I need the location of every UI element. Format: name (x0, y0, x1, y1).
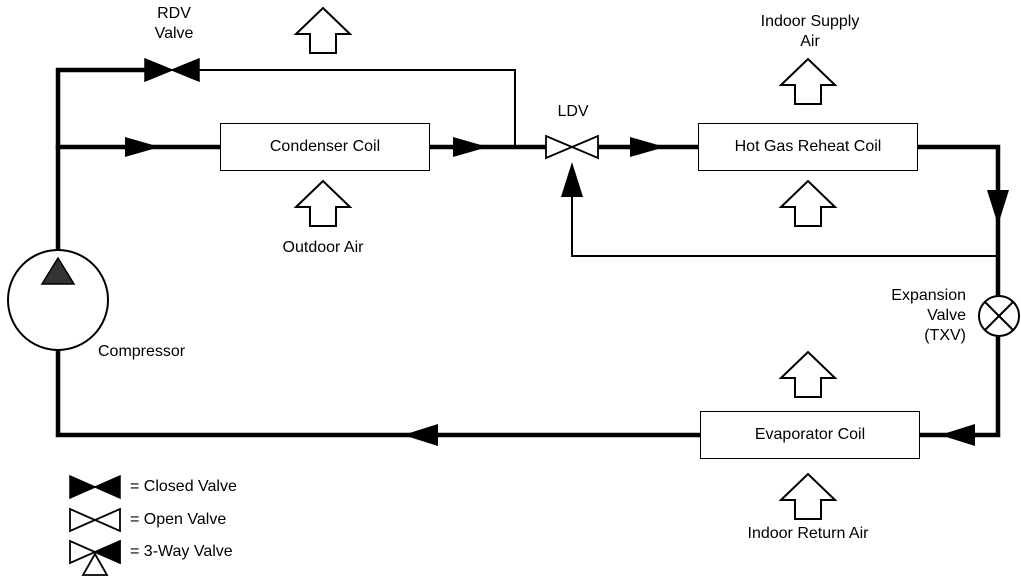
flow-arrow-icon (403, 424, 438, 446)
evaporator-coil-box: Evaporator Coil (700, 411, 920, 459)
ldv-label: LDV (557, 103, 589, 120)
hot-gas-reheat-coil-box: Hot Gas Reheat Coil (698, 123, 918, 171)
legend-open-valve-icon (69, 507, 121, 533)
air-arrow-up-icon (778, 57, 838, 105)
hot-gas-reheat-coil-label: Hot Gas Reheat Coil (734, 138, 882, 155)
suction-line (55, 341, 703, 438)
ldv-three-way-valve-icon (545, 134, 599, 160)
txv-to-evaporator-line (917, 333, 1001, 438)
outdoor-air-label: Outdoor Air (282, 239, 364, 256)
legend-open-valve-label: = Open Valve (130, 511, 227, 528)
flow-arrow-icon (561, 162, 583, 197)
compressor-icon (7, 249, 109, 351)
air-arrow-up-icon (778, 179, 838, 227)
rdv-valve-label: RDV Valve (154, 5, 194, 42)
condenser-coil-box: Condenser Coil (220, 123, 430, 171)
condenser-coil-label: Condenser Coil (269, 138, 381, 155)
flow-arrow-icon (940, 424, 975, 446)
air-arrow-up-icon (293, 179, 353, 227)
flow-arrow-icon (453, 137, 488, 157)
ldv-return-line (571, 172, 998, 257)
air-arrow-up-icon (293, 6, 353, 54)
rdv-bypass-line (195, 69, 516, 147)
flow-arrow-icon (630, 137, 665, 157)
expansion-valve-icon (978, 295, 1020, 337)
legend-closed-valve-label: = Closed Valve (130, 478, 237, 495)
compressor-label: Compressor (98, 343, 186, 360)
indoor-supply-air-label: Indoor Supply Air (760, 13, 860, 50)
reheat-to-txv-line (915, 144, 1001, 299)
flow-arrow-icon (987, 190, 1009, 225)
indoor-return-air-label: Indoor Return Air (747, 525, 869, 542)
flow-arrow-icon (125, 137, 160, 157)
legend-closed-valve-icon (69, 474, 121, 500)
compressor-discharge-line (55, 67, 153, 258)
legend-three-way-valve-label: = 3-Way Valve (130, 543, 233, 560)
rdv-valve-closed-icon (144, 57, 200, 83)
air-arrow-up-icon (778, 350, 838, 398)
expansion-valve-label: Expansion Valve (TXV) (891, 287, 966, 344)
air-arrow-up-icon (778, 472, 838, 520)
evaporator-coil-label: Evaporator Coil (754, 426, 866, 443)
legend-three-way-valve-icon (69, 539, 121, 576)
